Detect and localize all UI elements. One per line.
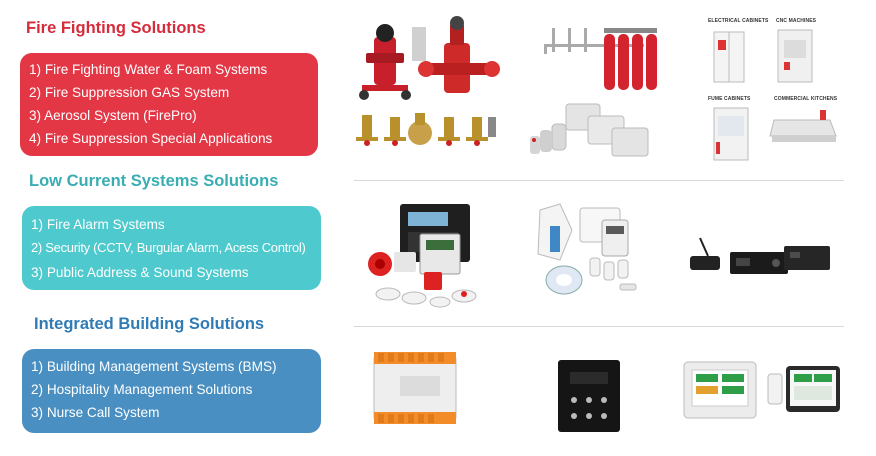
list-item: 3) Public Address & Sound Systems bbox=[31, 265, 249, 280]
low-current-heading: Low Current Systems Solutions bbox=[29, 172, 279, 190]
bms-controller-image bbox=[373, 352, 457, 424]
fire-fighting-box: 1) Fire Fighting Water & Foam Systems 2)… bbox=[20, 53, 318, 156]
gas-cylinders-aerosol-image bbox=[530, 28, 657, 157]
divider-top bbox=[354, 180, 844, 181]
security-devices-image bbox=[537, 203, 637, 295]
list-item: 2) Security (CCTV, Burgular Alarm, Acess… bbox=[31, 240, 306, 255]
nurse-call-system-image bbox=[683, 361, 840, 419]
low-current-box: 1) Fire Alarm Systems 2) Security (CCTV,… bbox=[22, 206, 321, 290]
fume-cabinets-label: FUME CABINETS bbox=[708, 96, 751, 102]
fire-alarm-panel-image bbox=[368, 204, 477, 308]
integrated-box: 1) Building Management Systems (BMS) 2) … bbox=[22, 349, 321, 433]
list-item: 2) Fire Suppression GAS System bbox=[29, 85, 230, 100]
fire-fighting-heading: Fire Fighting Solutions bbox=[26, 19, 206, 37]
list-item: 1) Building Management Systems (BMS) bbox=[31, 359, 277, 374]
list-item: 3) Aerosol System (FirePro) bbox=[29, 108, 197, 123]
cnc-machines-label: CNC MACHINES bbox=[776, 18, 817, 24]
public-address-system-image bbox=[690, 237, 830, 274]
list-item: 2) Hospitality Management Solutions bbox=[31, 382, 253, 397]
divider-bottom bbox=[354, 326, 844, 327]
integrated-heading: Integrated Building Solutions bbox=[34, 315, 265, 333]
list-item: 1) Fire Fighting Water & Foam Systems bbox=[29, 62, 268, 77]
list-item: 1) Fire Alarm Systems bbox=[31, 217, 165, 232]
hospitality-room-control-image bbox=[558, 360, 620, 432]
list-item: 3) Nurse Call System bbox=[31, 405, 160, 420]
special-applications-grid: ELECTRICAL CABINETS CNC MACHINES FUME CA… bbox=[700, 12, 840, 164]
fire-valves-sprinklers-image bbox=[356, 16, 500, 146]
list-item: 4) Fire Suppression Special Applications bbox=[29, 131, 273, 146]
commercial-kitchens-label: COMMERCIAL KITCHENS bbox=[774, 96, 838, 102]
electrical-cabinets-label: ELECTRICAL CABINETS bbox=[708, 18, 769, 24]
